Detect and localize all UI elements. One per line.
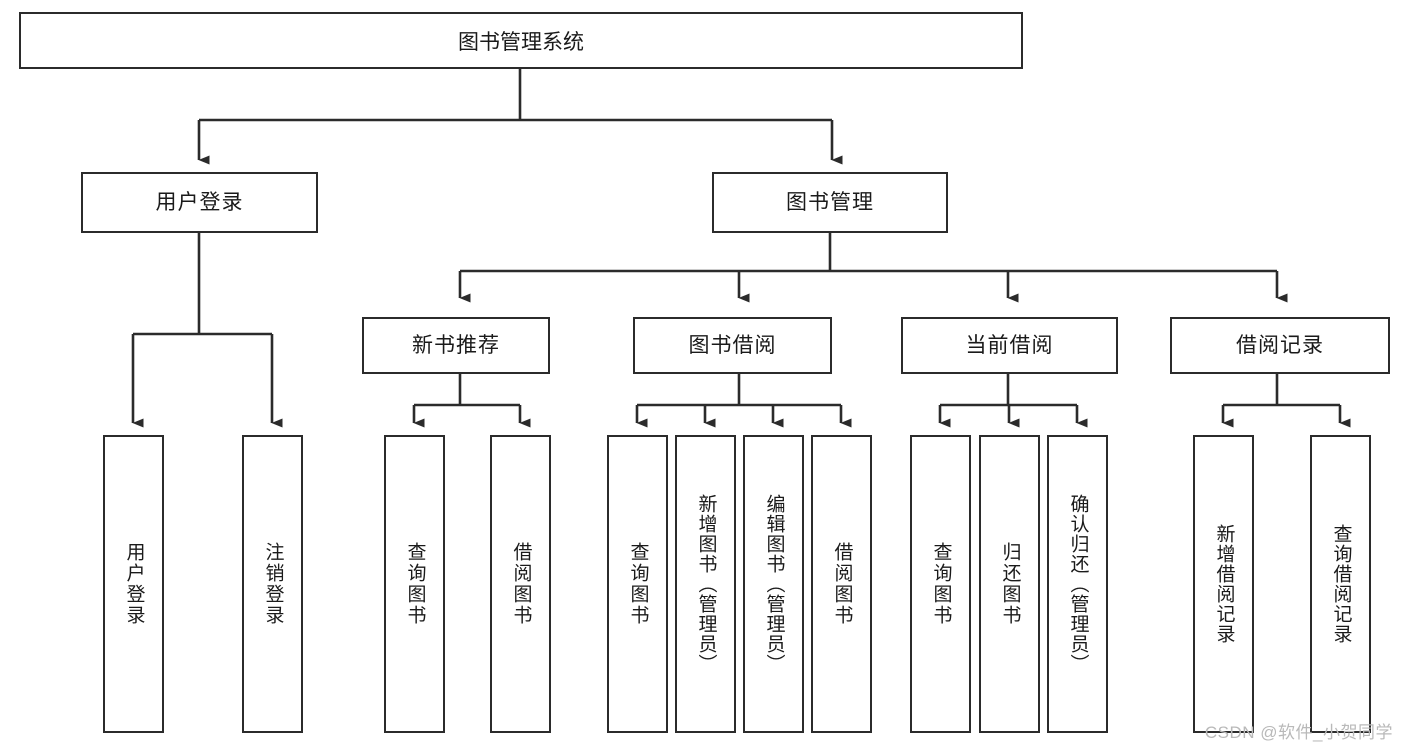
node-borrow-record[interactable]: 借阅记录 (1170, 317, 1390, 374)
node-new-book-recommend-label: 新书推荐 (412, 333, 500, 357)
leaf-nb-query-book-label: 查询图书 (404, 542, 426, 626)
leaf-bb-query-book[interactable]: 查询图书 (607, 435, 668, 733)
node-current-borrow[interactable]: 当前借阅 (901, 317, 1118, 374)
node-user-login-label: 用户登录 (155, 190, 244, 214)
leaf-cb-return-book[interactable]: 归还图书 (979, 435, 1040, 733)
leaf-cb-confirm-return-admin-label: 确认归还（管理员） (1067, 494, 1089, 674)
leaf-bb-add-book-admin[interactable]: 新增图书（管理员） (675, 435, 736, 733)
leaf-br-query-record[interactable]: 查询借阅记录 (1310, 435, 1371, 733)
leaf-br-add-record-label: 新增借阅记录 (1213, 524, 1235, 644)
leaf-user-login[interactable]: 用户登录 (103, 435, 164, 733)
leaf-nb-borrow-book[interactable]: 借阅图书 (490, 435, 551, 733)
node-book-management[interactable]: 图书管理 (712, 172, 948, 233)
leaf-cb-query-book[interactable]: 查询图书 (910, 435, 971, 733)
node-book-borrow[interactable]: 图书借阅 (633, 317, 832, 374)
leaf-bb-edit-book-admin[interactable]: 编辑图书（管理员） (743, 435, 804, 733)
leaf-bb-borrow-book[interactable]: 借阅图书 (811, 435, 872, 733)
leaf-cb-query-book-label: 查询图书 (930, 542, 952, 626)
node-current-borrow-label: 当前借阅 (965, 333, 1054, 357)
leaf-logout-label: 注销登录 (262, 542, 284, 626)
node-borrow-record-label: 借阅记录 (1236, 333, 1324, 357)
leaf-logout[interactable]: 注销登录 (242, 435, 303, 733)
leaf-br-query-record-label: 查询借阅记录 (1330, 524, 1352, 644)
node-book-management-label: 图书管理 (786, 190, 874, 214)
node-book-borrow-label: 图书借阅 (688, 333, 777, 357)
leaf-bb-query-book-label: 查询图书 (627, 542, 649, 626)
node-root[interactable]: 图书管理系统 (19, 12, 1023, 69)
leaf-bb-add-book-admin-label: 新增图书（管理员） (695, 494, 717, 674)
leaf-cb-return-book-label: 归还图书 (999, 542, 1021, 626)
leaf-user-login-label: 用户登录 (123, 542, 145, 626)
node-user-login[interactable]: 用户登录 (81, 172, 318, 233)
leaf-bb-edit-book-admin-label: 编辑图书（管理员） (763, 494, 785, 674)
leaf-nb-query-book[interactable]: 查询图书 (384, 435, 445, 733)
node-root-label: 图书管理系统 (458, 30, 584, 54)
watermark: CSDN @软件_小贺同学 (1204, 723, 1393, 742)
leaf-nb-borrow-book-label: 借阅图书 (510, 542, 532, 626)
leaf-cb-confirm-return-admin[interactable]: 确认归还（管理员） (1047, 435, 1108, 733)
leaf-bb-borrow-book-label: 借阅图书 (831, 542, 853, 626)
leaf-br-add-record[interactable]: 新增借阅记录 (1193, 435, 1254, 733)
node-new-book-recommend[interactable]: 新书推荐 (362, 317, 550, 374)
